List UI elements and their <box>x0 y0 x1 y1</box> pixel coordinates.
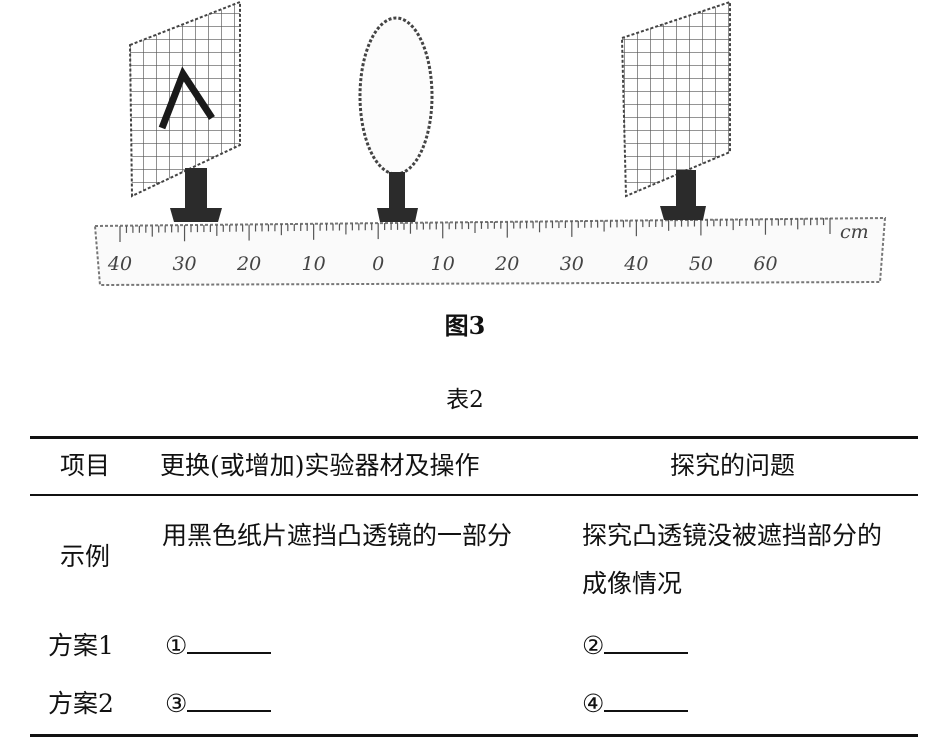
row-operation: ③ <box>165 683 272 725</box>
blank-marker: ④ <box>582 689 605 718</box>
optical-bench-figure: 40 30 20 10 0 10 20 30 40 50 60 cm A <box>0 0 887 287</box>
ruler-label: 40 <box>623 253 648 275</box>
object-letter: A <box>0 0 1 1</box>
ruler-ticks <box>119 218 831 242</box>
ruler: 40 30 20 10 0 10 20 30 40 50 60 cm <box>93 216 887 287</box>
header-operation: 更换(或增加)实验器材及操作 <box>160 451 480 480</box>
row-question: ② <box>582 625 689 667</box>
blank-marker: ③ <box>165 689 188 718</box>
ruler-label: 50 <box>689 253 713 275</box>
table-top-rule <box>30 436 918 439</box>
ruler-label: 20 <box>494 253 519 275</box>
table-header-rule <box>30 494 918 496</box>
table-title: 表2 <box>446 387 484 413</box>
blank-marker: ② <box>582 631 605 660</box>
header-question: 探究的问题 <box>670 451 796 480</box>
row-item: 方案2 <box>48 689 114 718</box>
header-item: 项目 <box>60 451 111 480</box>
answer-blank[interactable] <box>187 688 272 712</box>
ruler-label: 30 <box>172 253 196 275</box>
figure-caption: 图3 <box>444 311 486 340</box>
row-question: 探究凸透镜没被遮挡部分的成像情况 <box>582 521 883 598</box>
ruler-label: 40 <box>107 253 132 275</box>
row-question: ④ <box>582 683 689 725</box>
ruler-label: 20 <box>236 253 261 275</box>
ruler-label: 10 <box>302 253 326 275</box>
ruler-label: 0 <box>372 253 384 275</box>
ruler-unit-label: cm <box>840 221 869 243</box>
row-operation: 用黑色纸片遮挡凸透镜的一部分 <box>162 521 513 550</box>
object-screen: A <box>0 0 241 222</box>
ruler-label: 60 <box>753 253 777 275</box>
image-screen <box>620 0 731 220</box>
answer-blank[interactable] <box>604 688 689 712</box>
answer-blank[interactable] <box>187 630 272 654</box>
row-item: 方案1 <box>48 631 114 660</box>
ruler-label: 10 <box>431 253 455 275</box>
answer-blank[interactable] <box>604 630 689 654</box>
row-item: 示例 <box>60 542 111 571</box>
blank-marker: ① <box>165 631 188 660</box>
convex-lens <box>358 16 434 222</box>
row-operation: ① <box>165 625 272 667</box>
ruler-label: 30 <box>560 253 584 275</box>
ruler-labels: 40 30 20 10 0 10 20 30 40 50 60 <box>107 253 778 275</box>
table-bottom-rule <box>30 734 918 737</box>
